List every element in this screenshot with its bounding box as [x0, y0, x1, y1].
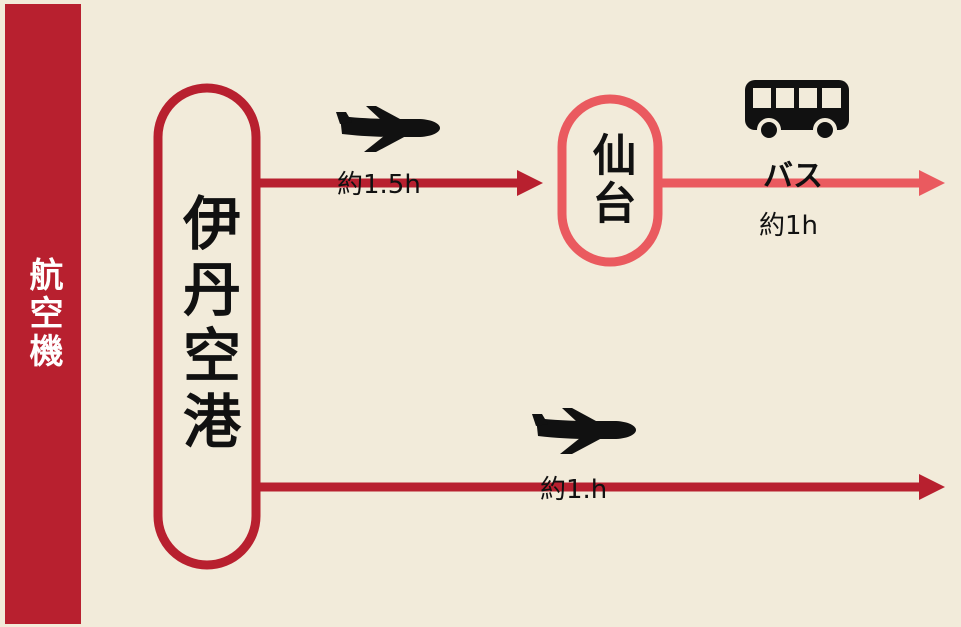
airplane-icon: [532, 408, 636, 454]
route-arrow-flight-2: [260, 474, 945, 500]
side-category-label: 航空機: [23, 257, 63, 371]
route-duration-flight-2: 約1.h: [540, 475, 608, 505]
hub-capsule: [557, 94, 663, 267]
bus-icon: [745, 80, 849, 142]
route-arrow-bus: [662, 170, 945, 196]
airplane-icon: [336, 106, 440, 152]
origin-capsule: [153, 83, 261, 570]
hub-name-box: 仙台: [558, 96, 661, 264]
hub-name: 仙台: [584, 132, 636, 228]
route-mode-bus: バス: [763, 159, 823, 194]
route-duration-flight-1: 約1.5h: [337, 170, 421, 200]
side-category-bar: 航空機: [5, 4, 81, 624]
origin-name-box: 伊丹空港: [155, 85, 259, 565]
route-duration-bus: 約1h: [759, 211, 819, 241]
route-arrow-flight-1: [260, 170, 543, 196]
origin-name: 伊丹空港: [173, 193, 241, 457]
